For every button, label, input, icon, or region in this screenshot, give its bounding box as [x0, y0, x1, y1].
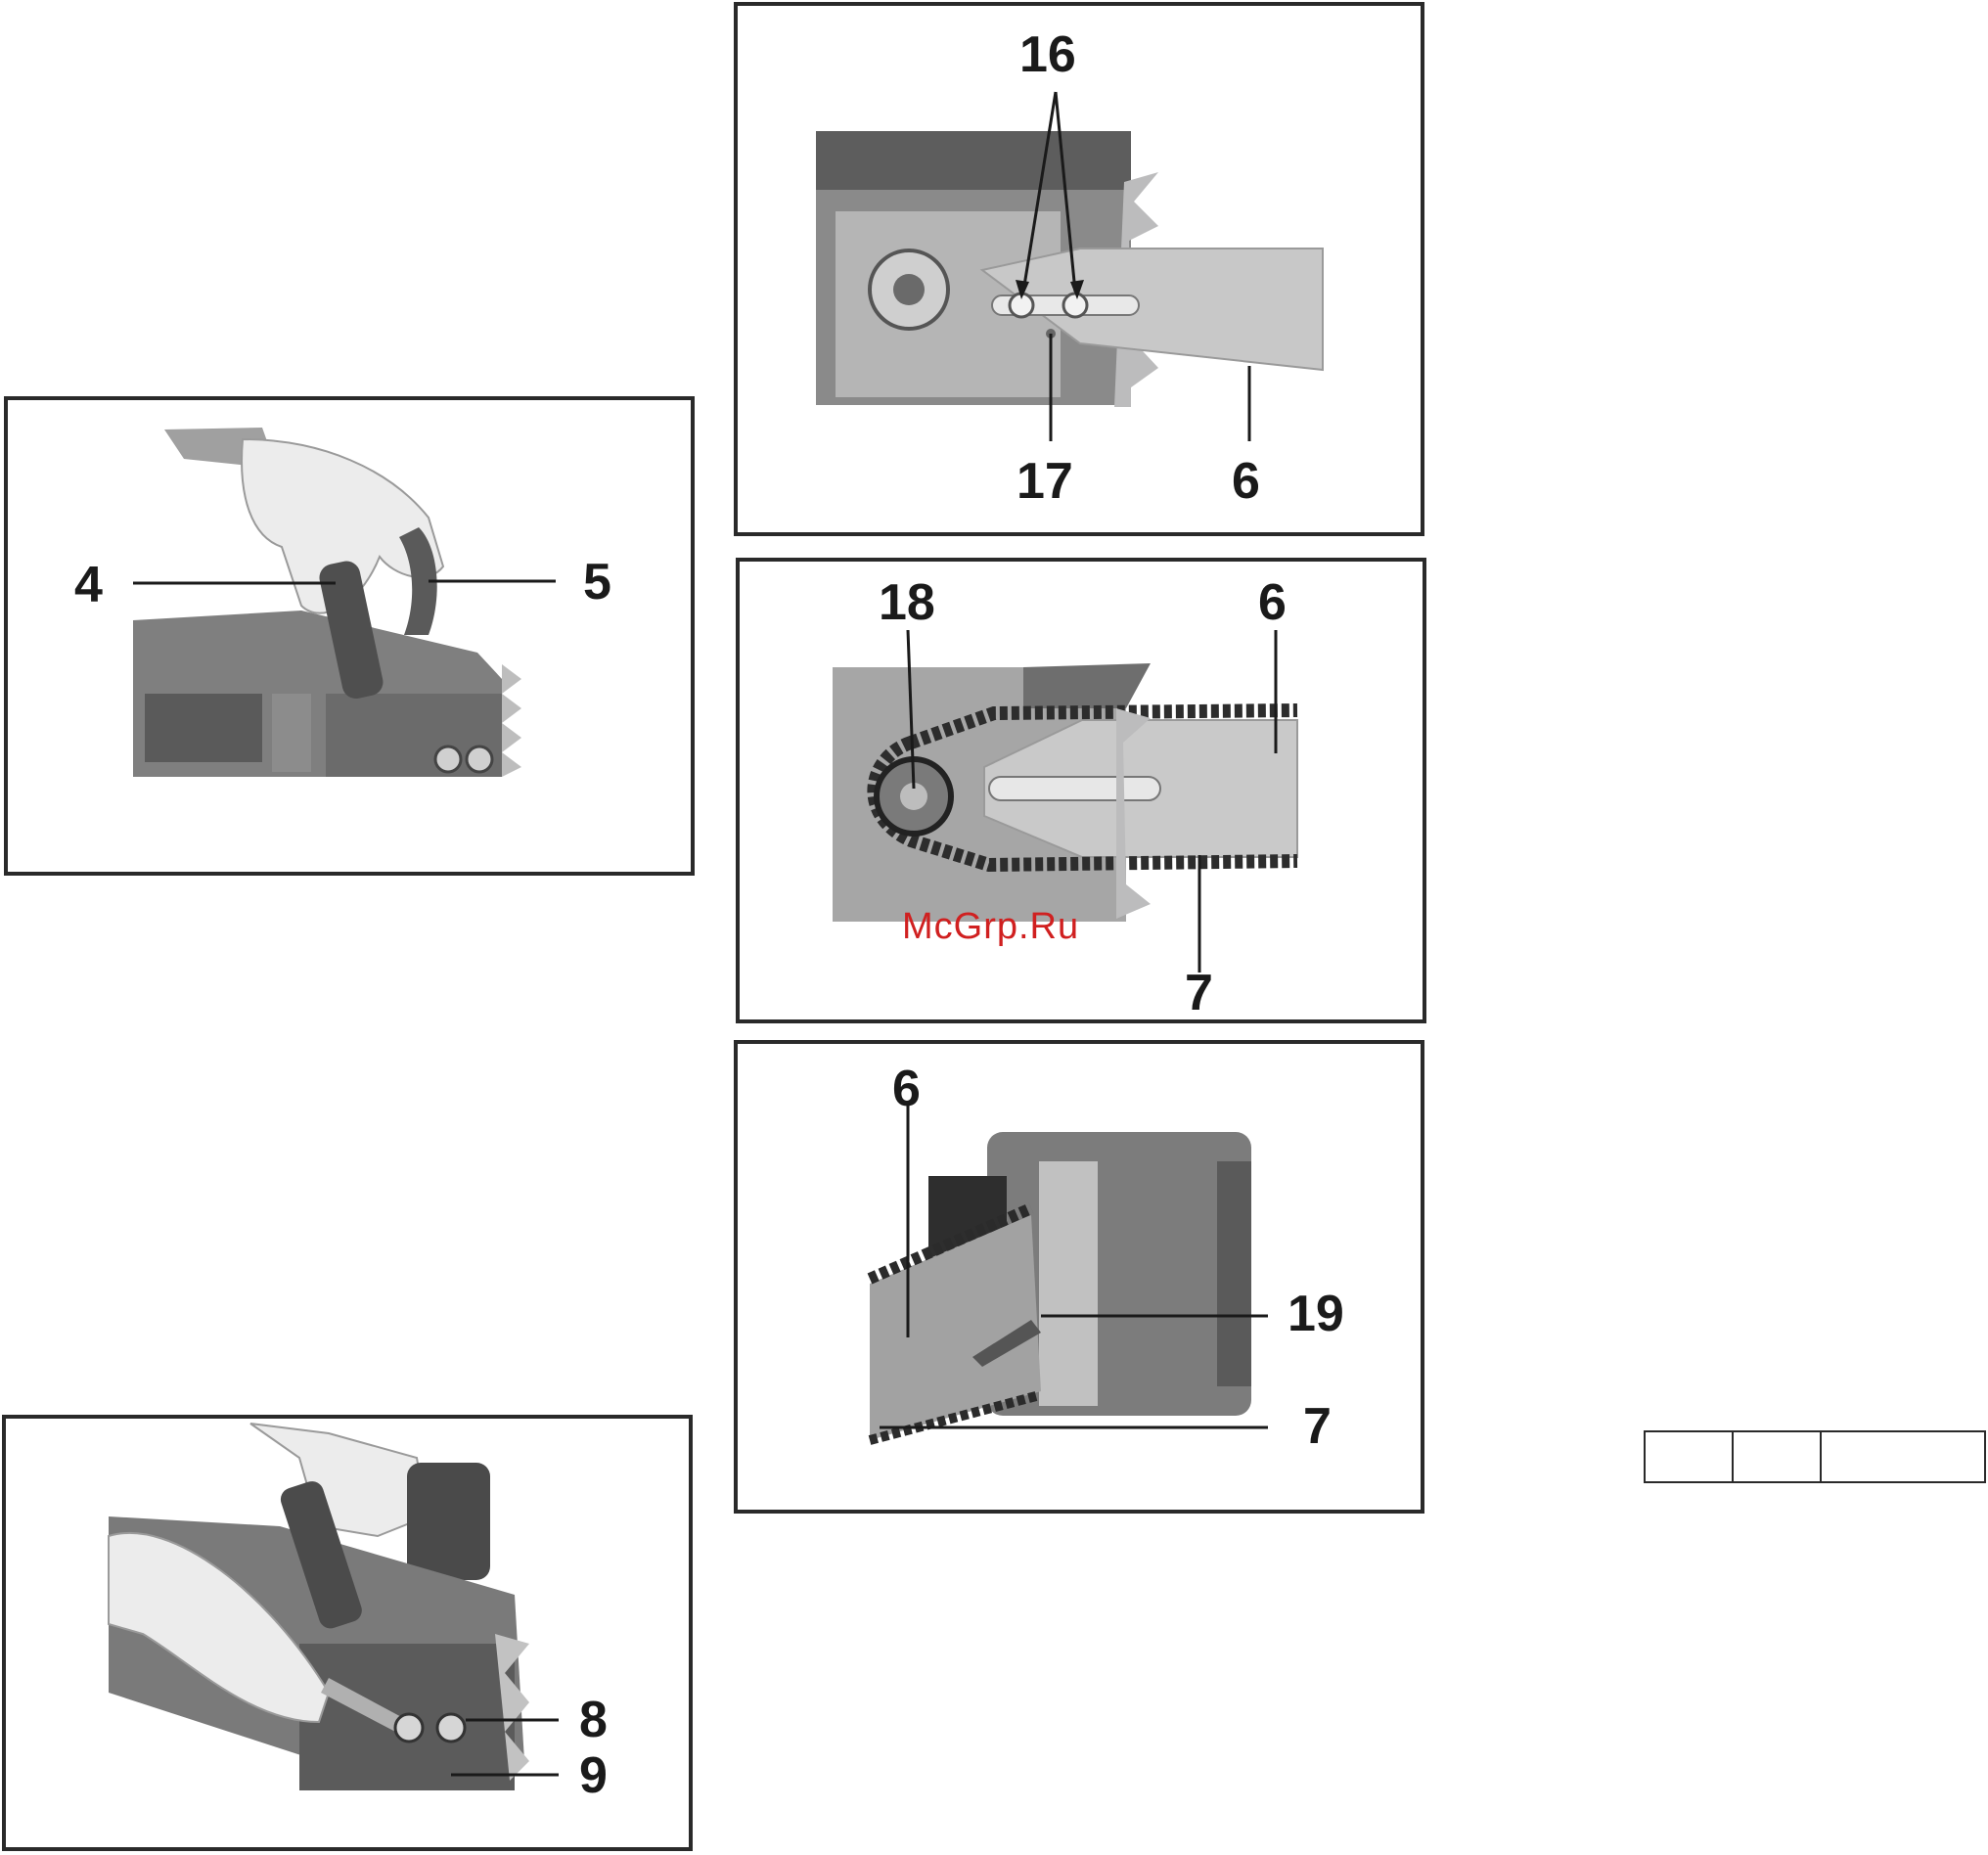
- callout-bolts: 16: [1019, 29, 1076, 80]
- bar-mount-illustration: [738, 6, 1428, 540]
- callout-handle: 4: [74, 560, 103, 611]
- empty-label-table: [1644, 1430, 1986, 1483]
- callout-chain: 7: [1185, 968, 1213, 1018]
- callout-tensioner: 19: [1288, 1289, 1344, 1339]
- figure-chain-fit-panel: 18 6 7: [736, 558, 1426, 1023]
- callout-oil-hole: 17: [1017, 456, 1073, 507]
- callout-sprocket: 18: [879, 577, 935, 628]
- callout-bar: 6: [1232, 456, 1260, 507]
- chainsaw-top-illustration: [8, 400, 699, 880]
- figure-bar-mount-panel: 16 17 6: [734, 2, 1424, 536]
- figure-tension-panel: 6 19 7: [734, 1040, 1424, 1514]
- figure-handle-panel: 4 5: [4, 396, 695, 876]
- chain-fit-illustration: [740, 562, 1430, 1027]
- callout-bar: 6: [892, 1063, 921, 1114]
- empty-cell: [1733, 1431, 1821, 1482]
- watermark: McGrp.Ru: [902, 906, 1079, 948]
- callout-brake: 5: [583, 557, 611, 608]
- callout-nut: 8: [579, 1695, 608, 1745]
- callout-bar: 6: [1258, 577, 1287, 628]
- callout-cover: 9: [579, 1750, 608, 1801]
- figure-cover-panel: 8 9: [2, 1415, 693, 1851]
- callout-chain: 7: [1303, 1401, 1332, 1452]
- empty-cell: [1821, 1431, 1985, 1482]
- empty-cell: [1645, 1431, 1733, 1482]
